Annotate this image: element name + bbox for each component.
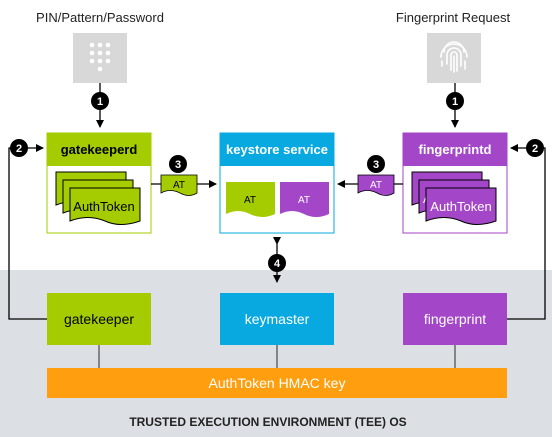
fingerprint-box: fingerprint bbox=[403, 293, 507, 345]
svg-text:4: 4 bbox=[274, 258, 281, 270]
svg-text:AT: AT bbox=[370, 180, 382, 191]
svg-text:2: 2 bbox=[532, 143, 538, 155]
at-token-green: AT bbox=[160, 174, 198, 196]
gatekeeper-box: gatekeeper bbox=[47, 293, 151, 345]
authtoken-hmac-key-bar: AuthToken HMAC key bbox=[47, 368, 507, 398]
step-3-badge-right: 3 bbox=[367, 155, 385, 173]
gatekeeperd-label: gatekeeperd bbox=[61, 142, 138, 157]
svg-text:3: 3 bbox=[373, 159, 379, 171]
gatekeeperd-authtoken-label: AuthToken bbox=[73, 199, 134, 214]
keymaster-label: keymaster bbox=[245, 311, 310, 327]
keystore-service-label: keystore service bbox=[226, 142, 328, 157]
at-token-purple: AT bbox=[357, 174, 395, 196]
gatekeeper-label: gatekeeper bbox=[64, 311, 134, 327]
step-1-badge-left: 1 bbox=[91, 92, 109, 110]
fingerprint-label: fingerprint bbox=[424, 311, 486, 327]
keystore-at-green-label: AT bbox=[244, 195, 256, 206]
svg-text:AT: AT bbox=[173, 180, 185, 191]
fingerprintd-authtoken-label: AuthToken bbox=[430, 199, 491, 214]
authtoken-hmac-key-label: AuthToken HMAC key bbox=[209, 375, 346, 391]
keymaster-box: keymaster bbox=[220, 293, 334, 345]
step-2-badge-left: 2 bbox=[10, 139, 28, 157]
fingerprint-request-title: Fingerprint Request bbox=[396, 10, 511, 25]
fingerprintd-box: fingerprintd A AuthToken bbox=[402, 132, 508, 234]
keypad-icon bbox=[73, 33, 127, 83]
tee-os-label: TRUSTED EXECUTION ENVIRONMENT (TEE) OS bbox=[129, 415, 406, 429]
fingerprintd-label: fingerprintd bbox=[419, 142, 492, 157]
step-3-badge-left: 3 bbox=[169, 155, 187, 173]
svg-text:3: 3 bbox=[175, 159, 181, 171]
step-4-badge: 4 bbox=[268, 254, 286, 272]
fingerprint-icon bbox=[427, 33, 481, 83]
pin-pattern-password-title: PIN/Pattern/Password bbox=[36, 10, 164, 25]
keystore-service-box: keystore service AT AT bbox=[219, 132, 335, 234]
svg-text:1: 1 bbox=[452, 96, 458, 108]
step-1-badge-right: 1 bbox=[446, 92, 464, 110]
step-2-badge-right: 2 bbox=[526, 139, 544, 157]
keystore-at-purple-label: AT bbox=[298, 195, 310, 206]
svg-text:2: 2 bbox=[16, 143, 22, 155]
svg-text:1: 1 bbox=[97, 96, 103, 108]
gatekeeperd-box: gatekeeperd AuthToken bbox=[46, 132, 152, 234]
